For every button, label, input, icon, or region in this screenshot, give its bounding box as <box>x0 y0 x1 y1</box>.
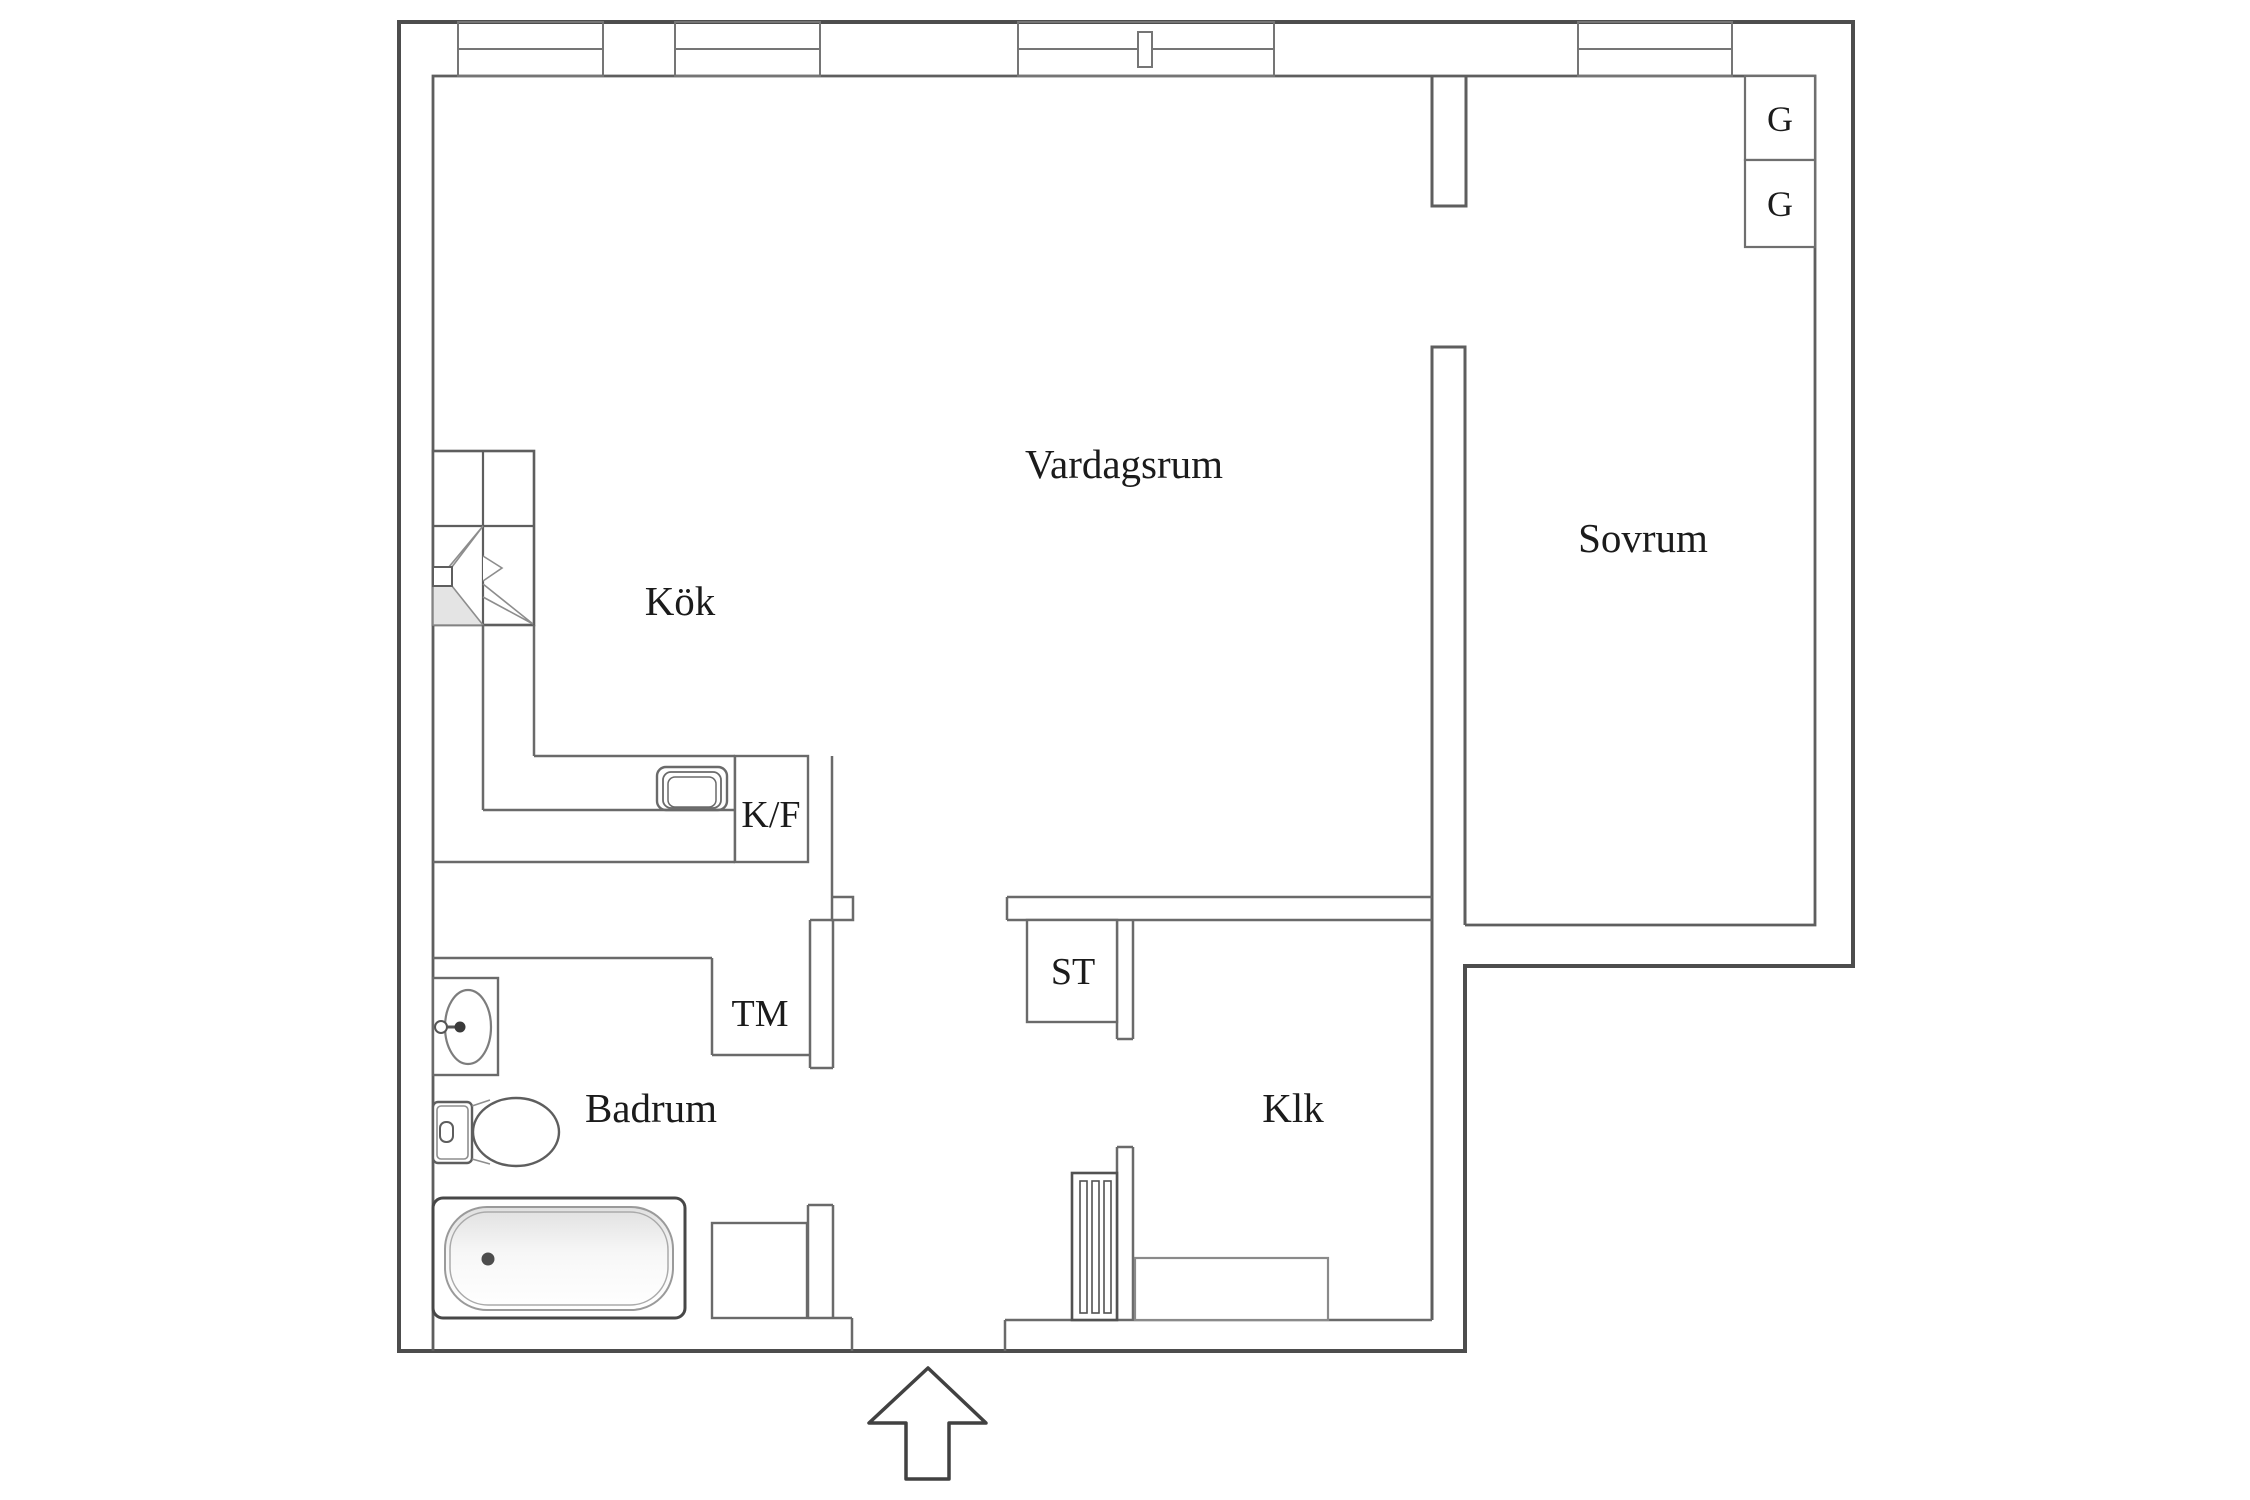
bedroom-west-wall <box>1430 345 1467 1320</box>
outer-wall <box>397 20 1855 1353</box>
bathroom-east-wall <box>808 918 835 1070</box>
closet-room-label: Klk <box>1262 1085 1324 1131</box>
bedroom-wardrobes: G G <box>1743 74 1817 249</box>
closet-room-door-jambs <box>1115 920 1135 1320</box>
entry-arrow-icon <box>867 1366 988 1481</box>
inner-wall-line <box>431 74 1817 1351</box>
bedroom-label: Sovrum <box>1578 515 1708 561</box>
bathroom-label: Badrum <box>585 1085 717 1131</box>
stove-icon <box>431 449 536 627</box>
bathtub-drain <box>481 1252 495 1266</box>
closet-bench <box>1133 1256 1330 1322</box>
wardrobe-box-1: G <box>1743 74 1817 162</box>
kitchen-fittings: K/F <box>431 449 810 864</box>
radiator-icon <box>1070 1171 1119 1322</box>
wardrobe-box-2: G <box>1743 158 1817 249</box>
window-3 <box>1017 21 1275 77</box>
toilet-icon <box>431 1096 561 1168</box>
bathroom-sink-icon <box>431 976 500 1077</box>
washing-machine-label: TM <box>732 993 789 1035</box>
hall-north-wall <box>1005 895 1432 922</box>
wardrobe-label-1: G <box>1767 99 1793 139</box>
living-room-label: Vardagsrum <box>1025 441 1223 487</box>
cleaning-closet-box: ST <box>1025 918 1119 1024</box>
kitchen-label: Kök <box>645 578 716 624</box>
bathroom-north-wall <box>433 956 810 1057</box>
bottom-wall-inner-edge <box>1003 1318 1432 1351</box>
kitchen-counter <box>433 625 737 864</box>
bathroom-niche <box>710 1221 809 1320</box>
bedroom-door-stub-wall <box>1430 76 1468 208</box>
cleaning-closet-label: ST <box>1051 951 1095 993</box>
wardrobe-label-2: G <box>1767 184 1793 224</box>
walls <box>397 20 1855 1353</box>
bathroom-door-jamb <box>806 1203 854 1351</box>
bathtub-icon <box>431 1196 687 1320</box>
kitchen-sink-icon <box>655 765 729 812</box>
kitchen-partition-wall <box>830 756 855 922</box>
fridge-freezer-label: K/F <box>741 794 800 836</box>
room-labels: Vardagsrum Kök Sovrum Badrum Klk <box>585 441 1708 1131</box>
window-vent <box>1137 31 1153 68</box>
window-2 <box>674 21 821 77</box>
windows <box>457 21 1733 77</box>
window-1 <box>457 21 604 77</box>
hall-fittings: ST <box>867 918 1119 1481</box>
fridge-freezer-box: K/F <box>733 754 810 864</box>
window-4 <box>1577 21 1733 77</box>
bathroom-fittings: TM <box>431 976 809 1320</box>
